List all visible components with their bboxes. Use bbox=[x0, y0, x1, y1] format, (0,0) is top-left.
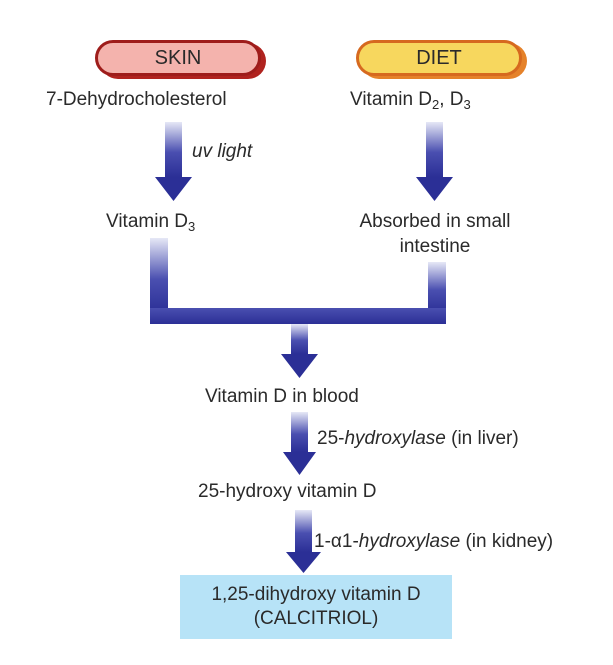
arrow-diet-absorption bbox=[416, 122, 453, 201]
subscript-3: 3 bbox=[463, 97, 471, 112]
25-hydroxy-vitamin-d-label: 25-hydroxy vitamin D bbox=[198, 481, 377, 502]
dietary-vitamins-label: Vitamin D2, D3 bbox=[350, 89, 471, 111]
diet-source-pill: DIET bbox=[356, 40, 522, 76]
subscript-2: 2 bbox=[432, 97, 440, 112]
calcitriol-result-box: 1,25-dihydroxy vitamin D (CALCITRIOL) bbox=[180, 575, 452, 639]
merge-bracket bbox=[150, 238, 446, 324]
calcitriol-line-2: (CALCITRIOL) bbox=[253, 608, 379, 629]
skin-label: SKIN bbox=[154, 47, 202, 69]
dietary-separator: , D bbox=[439, 89, 464, 110]
arrow-liver-step bbox=[283, 412, 316, 475]
kidney-enzyme-label: 1-α1-hydroxylase (in kidney) bbox=[314, 531, 553, 553]
precursor-label: 7-Dehydrocholesterol bbox=[46, 89, 227, 110]
uv-light-label: uv light bbox=[192, 141, 253, 162]
liver-enzyme-name: hydroxylase bbox=[344, 428, 446, 449]
vitamin-d-in-blood-label: Vitamin D in blood bbox=[205, 386, 359, 407]
vitamin-d3-text: Vitamin D bbox=[106, 211, 189, 232]
kidney-enzyme-prefix: 1-α1- bbox=[314, 531, 359, 552]
skin-source-pill: SKIN bbox=[95, 40, 261, 76]
arrow-kidney-step bbox=[286, 510, 321, 573]
arrow-to-blood bbox=[281, 324, 318, 378]
dietary-vitamin-text: Vitamin D bbox=[350, 89, 433, 110]
absorption-line-2: intestine bbox=[399, 236, 471, 257]
liver-enzyme-prefix: 25- bbox=[317, 428, 345, 449]
liver-site: (in liver) bbox=[445, 428, 519, 449]
absorption-label: Absorbed in small intestine bbox=[330, 211, 540, 258]
kidney-enzyme-name: hydroxylase bbox=[358, 531, 461, 552]
arrow-uv-light bbox=[155, 122, 192, 201]
diet-label: DIET bbox=[416, 47, 462, 69]
calcitriol-line-1: 1,25-dihydroxy vitamin D bbox=[211, 584, 421, 605]
kidney-site: (in kidney) bbox=[460, 531, 554, 552]
subscript-3: 3 bbox=[188, 219, 196, 234]
liver-enzyme-label: 25-hydroxylase (in liver) bbox=[317, 428, 519, 450]
absorption-line-1: Absorbed in small bbox=[359, 211, 511, 232]
vitamin-d3-label: Vitamin D3 bbox=[106, 211, 195, 233]
